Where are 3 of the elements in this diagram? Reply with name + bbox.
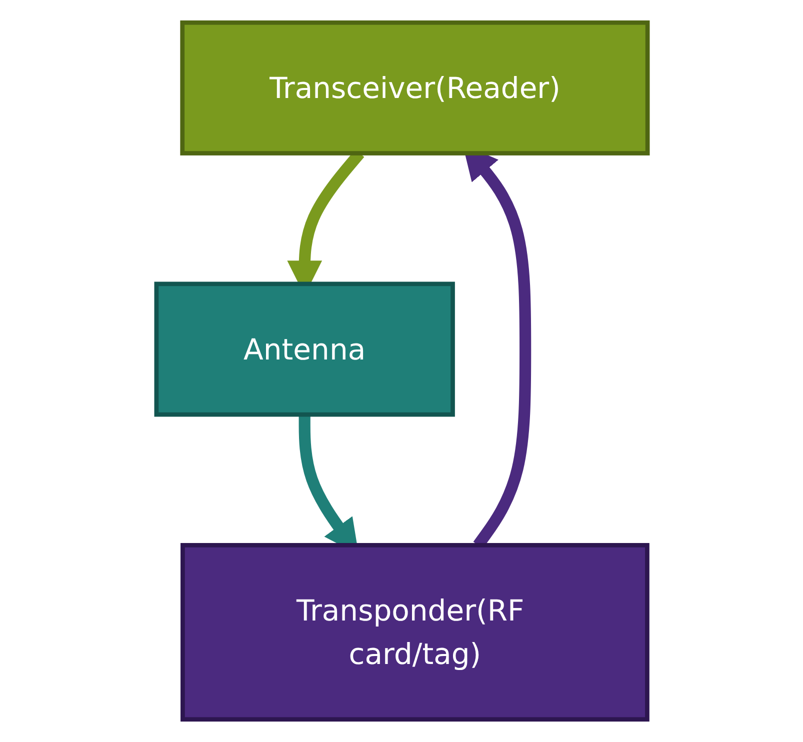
node-box: Transponder(RF card/tag)	[180, 543, 649, 722]
node-box: Transceiver(Reader)	[180, 20, 650, 156]
node-box: Antenna	[154, 282, 454, 417]
